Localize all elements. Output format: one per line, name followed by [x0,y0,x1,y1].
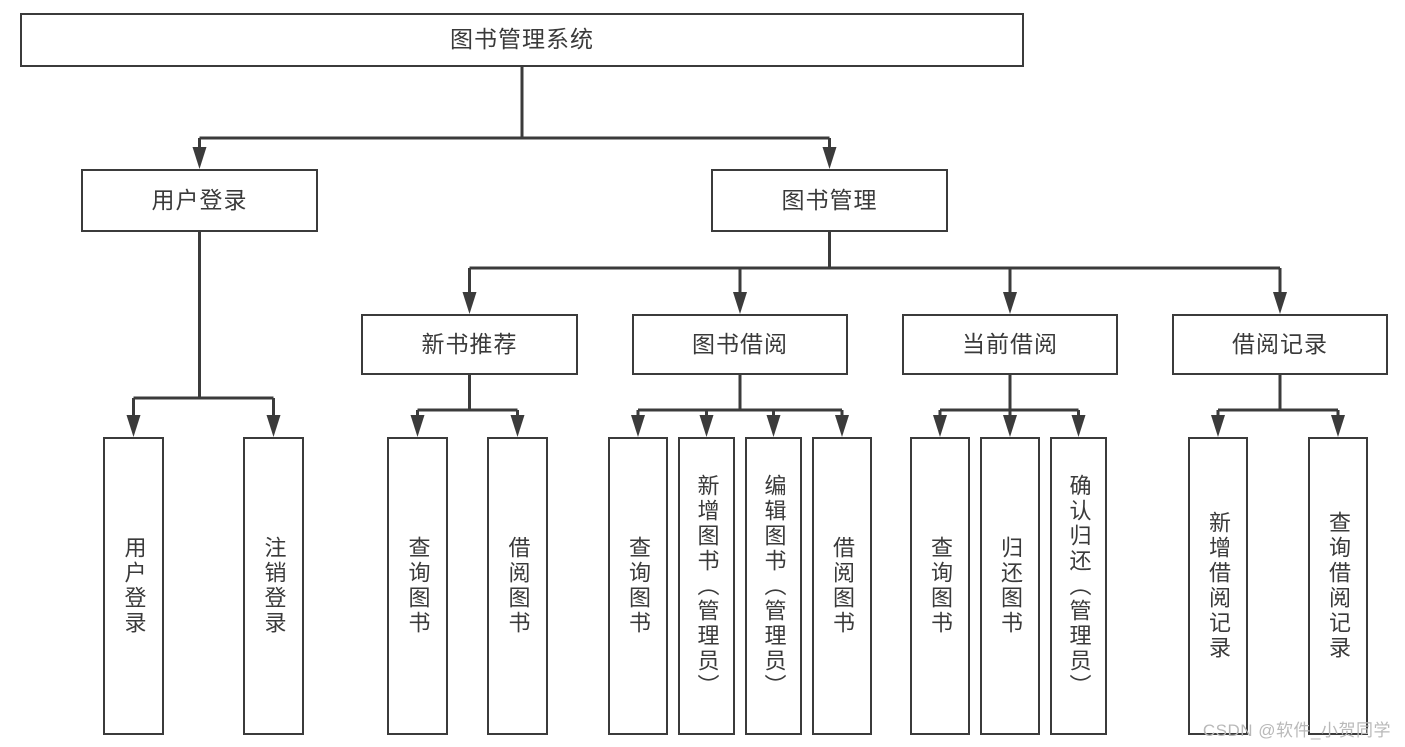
arrowhead-0-to-leaf-0 [126,415,141,437]
arrowhead-3-to-leaf-2 [1071,415,1086,437]
leaf-node-11-label: 新增借阅记录 [1206,511,1231,661]
arrowhead-4-to-leaf-1 [1331,415,1345,437]
leaf-node-12[interactable]: 查询借阅记录 [1308,437,1368,735]
leaf-node-7-label: 借阅图书 [830,536,855,636]
arrowhead-2-to-leaf-1 [699,415,714,437]
leaf-node-9[interactable]: 归还图书 [980,437,1040,735]
leaf-node-2[interactable]: 查询图书 [387,437,448,735]
leaf-node-8[interactable]: 查询图书 [910,437,970,735]
arrowhead-2-to-leaf-2 [766,415,781,437]
leaf-node-1-label: 注销登录 [261,536,287,636]
level3-node-1-label: 图书借阅 [692,330,788,357]
leaf-node-6-label: 编辑图书（管理员） [761,473,787,699]
level2-node-1[interactable]: 图书管理 [711,169,948,232]
arrowhead-3-to-leaf-1 [1003,415,1017,437]
arrowhead-4-to-leaf-0 [1211,415,1225,437]
arrowhead-2-to-leaf-3 [835,415,849,437]
arrowhead-root-to-level2-0 [192,147,207,169]
leaf-node-6[interactable]: 编辑图书（管理员） [745,437,802,735]
leaf-node-0[interactable]: 用户登录 [103,437,164,735]
arrowhead-3-to-leaf-0 [933,415,947,437]
leaf-node-8-label: 查询图书 [928,536,953,636]
level3-node-2-label: 当前借阅 [962,330,1058,357]
arrowhead-1-to-leaf-1 [510,415,525,437]
leaf-node-2-label: 查询图书 [405,536,431,636]
arrowhead-bookmgmt-to-level3-2 [1003,292,1017,314]
level3-node-0[interactable]: 新书推荐 [361,314,578,375]
root-node[interactable]: 图书管理系统 [20,13,1024,67]
level2-node-0-label: 用户登录 [151,186,248,213]
leaf-node-1[interactable]: 注销登录 [243,437,304,735]
leaf-node-3[interactable]: 借阅图书 [487,437,548,735]
leaf-node-5-label: 新增图书（管理员） [694,473,720,699]
arrowhead-bookmgmt-to-level3-1 [733,292,747,314]
leaf-node-3-label: 借阅图书 [505,536,531,636]
leaf-node-9-label: 归还图书 [998,536,1023,636]
leaf-node-4-label: 查询图书 [626,536,651,636]
level3-node-3-label: 借阅记录 [1232,330,1328,357]
level3-node-1[interactable]: 图书借阅 [632,314,848,375]
leaf-node-12-label: 查询借阅记录 [1326,511,1351,661]
arrowhead-0-to-leaf-1 [266,415,281,437]
arrowhead-2-to-leaf-0 [631,415,645,437]
root-node-label: 图书管理系统 [450,26,594,53]
level3-node-2[interactable]: 当前借阅 [902,314,1118,375]
leaf-node-10-label: 确认归还（管理员） [1066,473,1092,699]
arrowhead-root-to-level2-1 [822,147,837,169]
level2-node-0[interactable]: 用户登录 [81,169,318,232]
leaf-node-7[interactable]: 借阅图书 [812,437,872,735]
level2-node-1-label: 图书管理 [781,186,878,213]
leaf-node-5[interactable]: 新增图书（管理员） [678,437,735,735]
arrowhead-1-to-leaf-0 [410,415,425,437]
arrowhead-bookmgmt-to-level3-3 [1273,292,1287,314]
arrowhead-bookmgmt-to-level3-0 [462,292,477,314]
level3-node-3[interactable]: 借阅记录 [1172,314,1388,375]
leaf-node-0-label: 用户登录 [121,536,147,636]
leaf-node-4[interactable]: 查询图书 [608,437,668,735]
leaf-node-11[interactable]: 新增借阅记录 [1188,437,1248,735]
leaf-node-10[interactable]: 确认归还（管理员） [1050,437,1107,735]
level3-node-0-label: 新书推荐 [421,330,518,357]
